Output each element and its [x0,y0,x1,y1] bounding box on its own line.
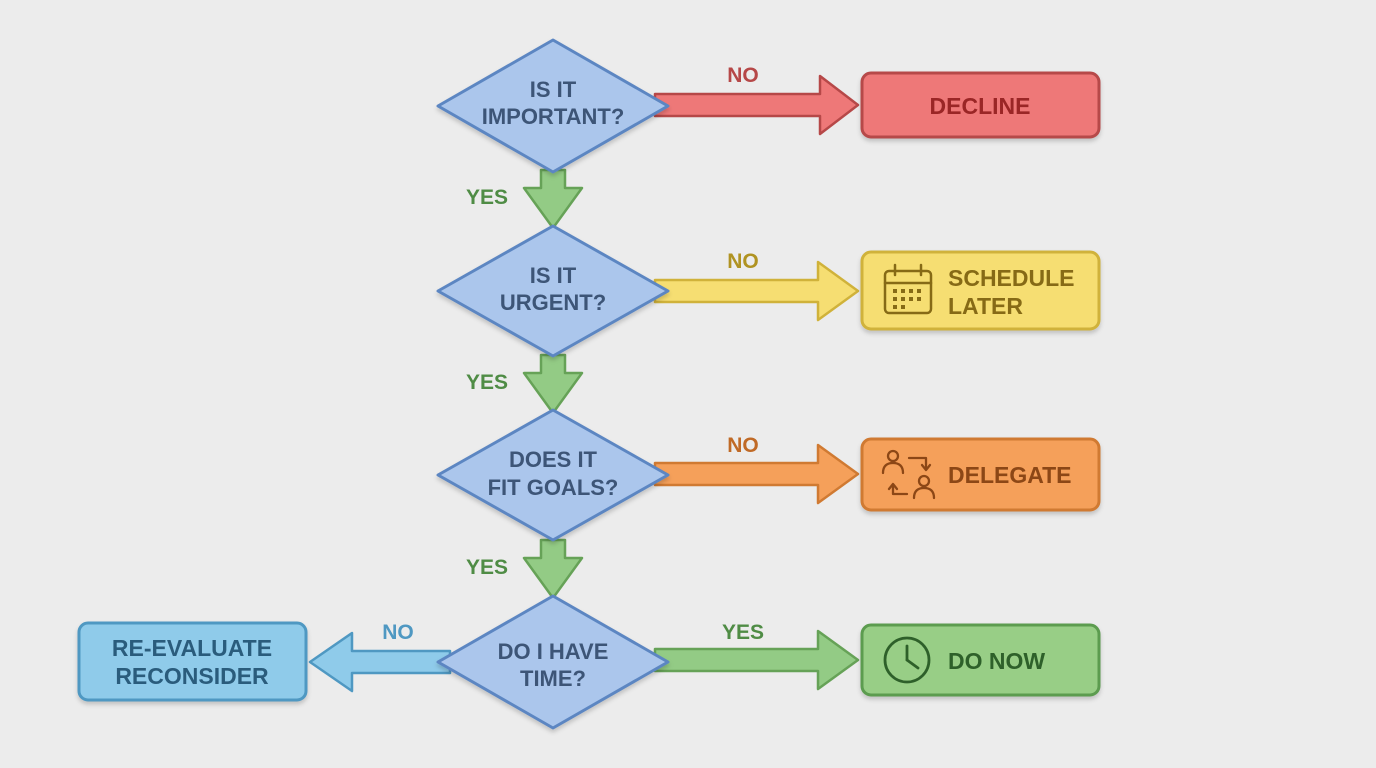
decision-does-it-fit-goals: DOES IT FIT GOALS? [436,408,670,542]
decision-time-line2: TIME? [520,666,586,691]
people-swap-icon [881,449,936,500]
outcome-reevaluate-line2: RECONSIDER [115,663,269,689]
outcome-schedule-line2: LATER [948,293,1023,319]
edge-label-urgent-no: NO [727,250,759,273]
arrow-goals-to-time [522,538,584,600]
decision-important-line1: IS IT [530,77,577,102]
arrow-goals-to-delegate [653,443,860,505]
edge-label-important-no: NO [727,64,759,87]
edge-label-goals-yes: YES [466,556,508,579]
decision-urgent-line2: URGENT? [500,290,606,315]
outcome-delegate: DELEGATE [860,437,1101,512]
outcome-delegate-label: DELEGATE [948,462,1072,488]
decision-do-i-have-time: DO I HAVE TIME? [436,594,670,730]
arrow-important-to-urgent [522,168,584,230]
clock-icon [883,636,931,684]
decision-goals-line2: FIT GOALS? [488,475,619,500]
edge-label-time-yes: YES [722,621,764,644]
decision-urgent-line1: IS IT [530,263,577,288]
outcome-decline-label: DECLINE [930,93,1031,119]
decision-time-line1: DO I HAVE [498,639,609,664]
arrow-time-to-do-now [653,629,860,691]
arrow-important-to-decline [653,74,860,136]
calendar-icon [883,263,933,315]
decision-is-it-important: IS IT IMPORTANT? [436,38,670,174]
arrow-time-to-reevaluate [308,631,452,693]
outcome-reevaluate-line1: RE-EVALUATE [112,635,272,661]
decision-is-it-urgent: IS IT URGENT? [436,224,670,358]
outcome-do-now: DO NOW [860,623,1101,697]
outcome-schedule-line1: SCHEDULE [948,265,1075,291]
decision-goals-line1: DOES IT [509,447,598,472]
decision-important-line2: IMPORTANT? [482,104,625,129]
outcome-reevaluate: RE-EVALUATE RECONSIDER [77,621,308,702]
edge-label-important-yes: YES [466,186,508,209]
arrow-urgent-to-schedule [653,260,860,322]
outcome-do-now-label: DO NOW [948,648,1045,674]
edge-label-time-no: NO [382,621,414,644]
arrow-urgent-to-goals [522,353,584,415]
outcome-schedule-later: SCHEDULE LATER [860,250,1101,331]
outcome-decline: DECLINE [860,71,1101,139]
edge-label-goals-no: NO [727,434,759,457]
edge-label-urgent-yes: YES [466,371,508,394]
